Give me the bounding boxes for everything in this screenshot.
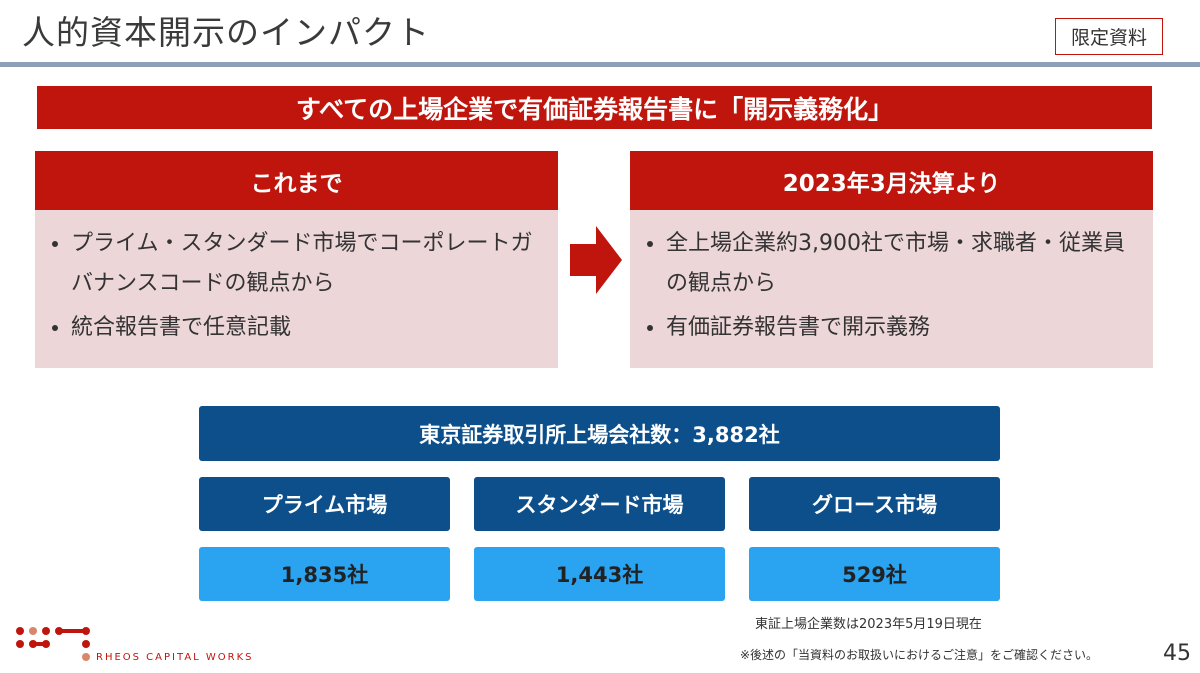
market-standard: スタンダード市場 xyxy=(474,477,725,531)
before-panel: これまで プライム・スタンダード市場でコーポレートガバナンスコードの観点から 統… xyxy=(35,151,558,368)
page-title: 人的資本開示のインパクト xyxy=(22,13,430,52)
confidential-badge: 限定資料 xyxy=(1055,18,1163,55)
list-item: 統合報告書で任意記載 xyxy=(71,308,548,348)
before-panel-title: これまで xyxy=(35,151,558,210)
count-growth: 529社 xyxy=(749,547,1000,601)
after-panel: 2023年3月決算より 全上場企業約3,900社で市場・求職者・従業員の観点から… xyxy=(630,151,1153,368)
date-note: 東証上場企業数は2023年5月19日現在 xyxy=(755,617,982,632)
list-item: 全上場企業約3,900社で市場・求職者・従業員の観点から xyxy=(666,224,1143,304)
company-logo: RHEOS CAPITAL WORKS xyxy=(14,624,252,668)
title-divider xyxy=(0,62,1200,67)
after-panel-title: 2023年3月決算より xyxy=(630,151,1153,210)
list-item: プライム・スタンダード市場でコーポレートガバナンスコードの観点から xyxy=(71,224,548,304)
logo-dots-icon xyxy=(16,627,90,661)
count-standard: 1,443社 xyxy=(474,547,725,601)
count-prime: 1,835社 xyxy=(199,547,450,601)
list-item: 有価証券報告書で開示義務 xyxy=(666,308,1143,348)
disclaimer: ※後述の「当資料のお取扱いにおけるご注意」をご確認ください。 xyxy=(740,648,1099,662)
page-number: 45 xyxy=(1163,641,1191,666)
market-prime: プライム市場 xyxy=(199,477,450,531)
arrow-right-icon xyxy=(570,226,622,294)
market-growth: グロース市場 xyxy=(749,477,1000,531)
headline-banner: すべての上場企業で有価証券報告書に「開示義務化」 xyxy=(37,86,1152,129)
logo-text: RHEOS CAPITAL WORKS xyxy=(96,652,254,663)
tse-total: 東京証券取引所上場会社数：3,882社 xyxy=(199,406,1000,461)
